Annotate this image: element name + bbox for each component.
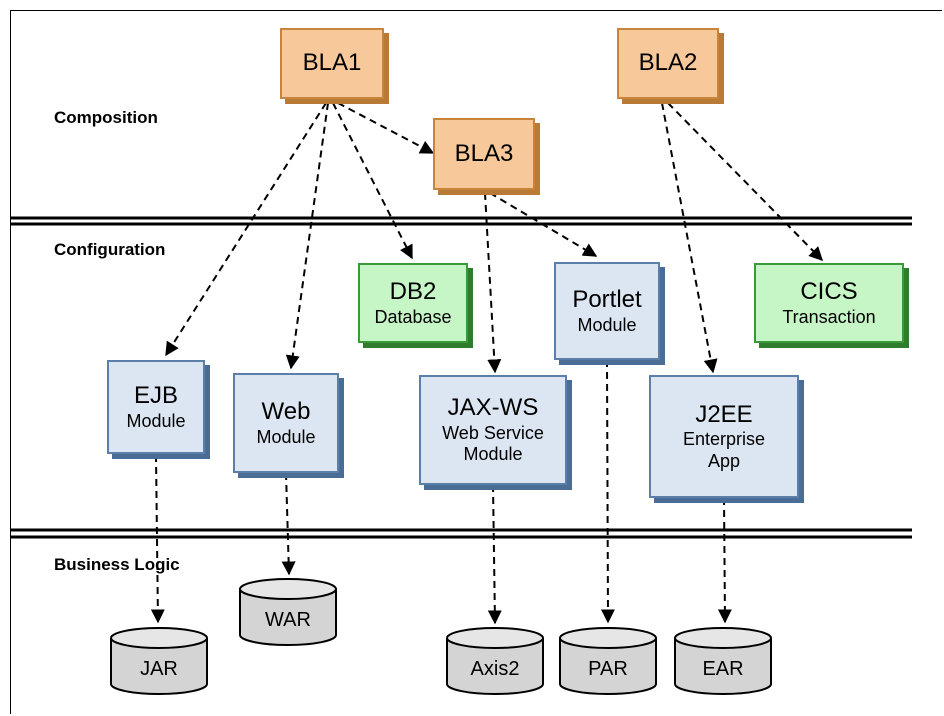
cylinder-icon (446, 627, 544, 695)
ejb-subtitle: Module (126, 410, 186, 431)
bla2-box: BLA2 (617, 28, 719, 99)
arrow-ejb-jar (150, 454, 165, 624)
cylinder-icon (110, 627, 208, 695)
j2ee-line2: Enterprise (682, 429, 766, 450)
db2-database-box: DB2 Database (358, 263, 468, 343)
diagram-frame (10, 10, 942, 714)
cylinder-icon (674, 627, 772, 695)
ear-artifact: EAR (673, 626, 773, 696)
jaxws-module-box: JAX-WS Web Service Module (419, 375, 567, 485)
arrow-bla3-portlet (489, 192, 598, 257)
layer-label-configuration: Configuration (54, 240, 166, 259)
war-artifact: WAR (238, 577, 338, 647)
par-label: PAR (588, 658, 628, 680)
web-title: Web (261, 397, 311, 425)
bla1-box: BLA1 (280, 28, 384, 99)
db2-subtitle: Database (374, 306, 452, 327)
separator-composition-configuration (10, 216, 912, 226)
bla2-label: BLA2 (638, 49, 698, 77)
j2ee-line3: App (707, 450, 741, 471)
axis2-label: Axis2 (470, 658, 520, 680)
ejb-title: EJB (133, 381, 178, 409)
arrow-bla1-ejb (165, 102, 327, 357)
cics-subtitle: Transaction (782, 306, 876, 327)
db2-title: DB2 (389, 277, 437, 305)
jar-artifact: JAR (109, 626, 209, 696)
ejb-module-box: EJB Module (107, 360, 205, 454)
jaxws-line2: Web Service (442, 422, 544, 443)
j2ee-enterprise-app-box: J2EE Enterprise App (649, 375, 799, 498)
par-artifact: PAR (558, 626, 658, 696)
arrow-jaxws-axis2 (487, 484, 502, 625)
j2ee-title: J2EE (695, 400, 753, 428)
cics-title: CICS (800, 277, 858, 305)
arrow-portlet-par (600, 359, 615, 624)
jar-label: JAR (140, 658, 178, 680)
arrow-bla3-jaxws (484, 192, 502, 374)
bla1-label: BLA1 (302, 49, 362, 77)
web-module-box: Web Module (233, 373, 339, 473)
portlet-title: Portlet (572, 285, 642, 313)
cics-transaction-box: CICS Transaction (754, 263, 904, 343)
cylinder-icon (559, 627, 657, 695)
web-subtitle: Module (256, 426, 316, 447)
arrow-bla2-j2ee (661, 102, 718, 374)
layer-label-business-logic: Business Logic (54, 555, 180, 574)
arrow-bla1-db2 (332, 102, 413, 260)
separator-configuration-business-logic (10, 528, 912, 539)
bla3-label: BLA3 (454, 139, 514, 167)
axis2-artifact: Axis2 (445, 626, 545, 696)
portlet-subtitle: Module (577, 314, 637, 335)
cylinder-icon (239, 578, 337, 646)
jaxws-line3: Module (463, 444, 523, 465)
layer-label-composition: Composition (54, 108, 158, 127)
ear-label: EAR (702, 658, 744, 680)
arrow-bla1-web (285, 102, 329, 370)
arrow-web-war (281, 472, 296, 576)
bla3-box: BLA3 (433, 118, 535, 190)
arrow-bla2-cics (667, 102, 823, 261)
arrow-j2ee-ear (717, 497, 732, 624)
jaxws-title: JAX-WS (447, 394, 539, 421)
war-label: WAR (265, 609, 311, 631)
arrow-bla1-bla3 (337, 102, 435, 154)
portlet-module-box: Portlet Module (554, 262, 660, 360)
